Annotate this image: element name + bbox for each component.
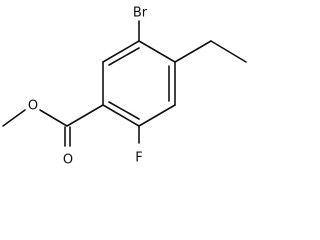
ester-carbon-bond: [66, 104, 104, 127]
ester-oxygen-bond: [39, 109, 68, 127]
ring-bond-c6-c1: [138, 40, 176, 63]
ring-bond-c4-c5: [138, 104, 176, 127]
ring-double-bond-inner-left: [108, 47, 140, 66]
ring-double-bond-inner-bottom: [108, 101, 140, 120]
carbonyl-oxygen-label: O: [63, 153, 73, 168]
methyl-bond: [2, 109, 26, 127]
ring-bond-c3-c4: [102, 104, 140, 127]
ester-oxygen-label: O: [28, 99, 38, 114]
ring-bond-c1-c2: [102, 40, 140, 63]
ethyl-bond-1: [174, 40, 212, 63]
molecule-structure-canvas: Br F O O: [2, 5, 247, 168]
fluorine-atom-label: F: [135, 151, 142, 166]
skeletal-formula: Br F O O: [2, 6, 247, 168]
ethyl-bond-2: [210, 40, 247, 63]
bromine-atom-label: Br: [133, 6, 148, 21]
